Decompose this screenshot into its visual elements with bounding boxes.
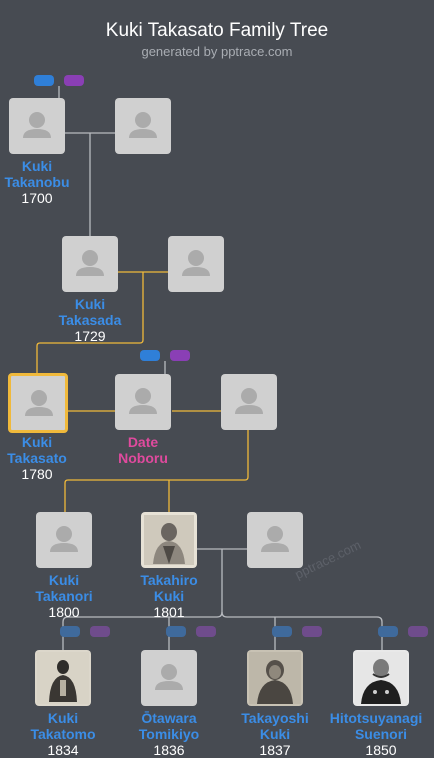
- person-name-first: Kuki: [48, 572, 80, 588]
- person-birth-year: 1850: [365, 742, 397, 758]
- person-birth-year: 1780: [21, 466, 53, 482]
- person-silhouette-icon: [50, 526, 78, 552]
- expand-spouses-button[interactable]: [90, 626, 110, 637]
- expand-spouses-button[interactable]: [170, 350, 190, 361]
- person-name-last: Takasato: [7, 450, 67, 466]
- person-name-last: Kuki: [153, 588, 185, 604]
- expand-descendants-button[interactable]: [60, 626, 80, 637]
- expand-spouses-button[interactable]: [196, 626, 216, 637]
- person-name-first: Kuki: [21, 434, 53, 450]
- person-name-last: Takanori: [35, 588, 93, 604]
- child-link: [221, 611, 383, 650]
- person-silhouette-icon: [235, 388, 263, 414]
- person-card-kuki-takanobu[interactable]: [9, 98, 65, 154]
- person-silhouette-icon: [261, 526, 289, 552]
- person-name-first: Kuki: [47, 710, 79, 726]
- person-portrait-photo: [144, 515, 194, 565]
- person-card-takayoshi-kuki[interactable]: [247, 650, 303, 706]
- person-portrait-photo: [355, 652, 407, 704]
- person-card-takahiro-kuki[interactable]: [141, 512, 197, 568]
- person-card-kuki-takasato[interactable]: [8, 373, 68, 433]
- person-silhouette-icon: [23, 112, 51, 138]
- person-card-kuki-takatomo[interactable]: [35, 650, 91, 706]
- expand-ancestors-button[interactable]: [140, 350, 160, 361]
- person-silhouette-icon: [182, 250, 210, 276]
- expand-spouses-button[interactable]: [302, 626, 322, 637]
- person-card-date-noboru[interactable]: [115, 374, 171, 430]
- person-portrait-photo: [37, 652, 89, 704]
- person-name-first: Date: [127, 434, 159, 450]
- person-card-spouse-unknown[interactable]: [168, 236, 224, 292]
- person-birth-year: 1836: [153, 742, 185, 758]
- person-silhouette-icon: [129, 388, 157, 414]
- person-name-first: Hitotsuyanagi: [329, 710, 423, 726]
- child-link: [64, 430, 249, 512]
- person-card-kuki-takasada[interactable]: [62, 236, 118, 292]
- person-birth-year: 1700: [21, 190, 53, 206]
- person-name-last: Takasada: [58, 312, 122, 328]
- expand-descendants-button[interactable]: [272, 626, 292, 637]
- expand-descendants-button[interactable]: [378, 626, 398, 637]
- person-name-first: Kuki: [74, 296, 106, 312]
- person-birth-year: 1800: [48, 604, 80, 620]
- expand-descendants-button[interactable]: [166, 626, 186, 637]
- expand-spouses-button[interactable]: [64, 75, 84, 86]
- person-silhouette-icon: [129, 112, 157, 138]
- person-name-last: Takatomo: [30, 726, 96, 742]
- person-card-kuki-takanori[interactable]: [36, 512, 92, 568]
- person-name-last: Tomikiyo: [138, 726, 200, 742]
- person-name-first: Kuki: [21, 158, 53, 174]
- person-name-last: Suenori: [354, 726, 408, 742]
- tree-title: Kuki Takasato Family Tree: [105, 20, 329, 41]
- person-portrait-photo: [249, 652, 301, 704]
- person-name-last: Noboru: [118, 450, 168, 466]
- tree-subtitle: generated by pptrace.com: [141, 44, 293, 59]
- person-name-first: Takayoshi: [241, 710, 309, 726]
- person-card-hitotsuyanagi-suenori[interactable]: [353, 650, 409, 706]
- person-name-first: Ōtawara: [141, 710, 197, 726]
- person-silhouette-icon: [76, 250, 104, 276]
- expand-spouses-button[interactable]: [408, 626, 428, 637]
- person-card-otawara-tomikiyo[interactable]: [141, 650, 197, 706]
- person-name-last: Kuki: [259, 726, 291, 742]
- person-card-spouse-unknown[interactable]: [247, 512, 303, 568]
- person-name-last: Takanobu: [4, 174, 70, 190]
- person-birth-year: 1801: [153, 604, 185, 620]
- person-silhouette-icon: [25, 390, 53, 416]
- person-birth-year: 1834: [47, 742, 79, 758]
- person-card-spouse-unknown[interactable]: [115, 98, 171, 154]
- person-birth-year: 1837: [259, 742, 291, 758]
- child-link: [36, 272, 144, 374]
- person-silhouette-icon: [155, 664, 183, 690]
- person-birth-year: 1729: [74, 328, 106, 344]
- person-card-spouse-unknown[interactable]: [221, 374, 277, 430]
- person-name-first: Takahiro: [140, 572, 198, 588]
- expand-ancestors-button[interactable]: [34, 75, 54, 86]
